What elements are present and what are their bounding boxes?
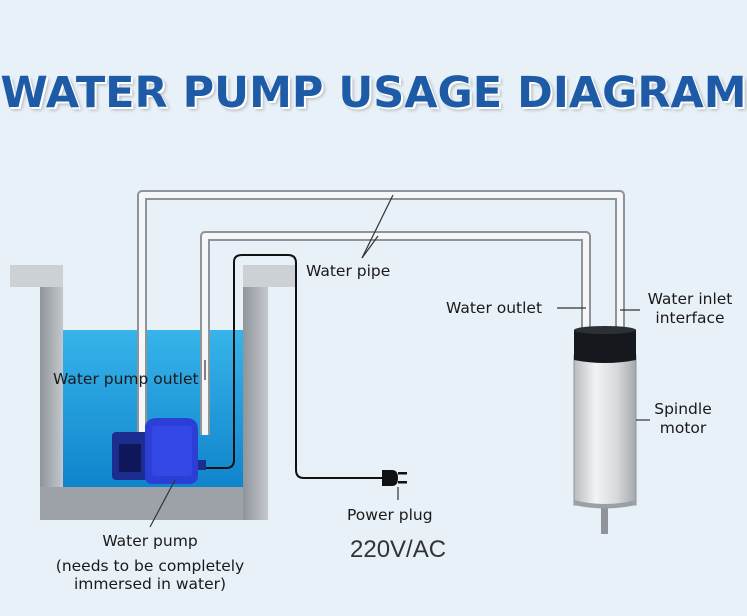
label-water-outlet: Water outlet (446, 299, 543, 317)
label-pump-note-line1: (needs to be completely (55, 556, 245, 575)
label-water-inlet-line1: Water inlet (647, 290, 733, 308)
label-water-pump: Water pump (needs to be completely immer… (30, 532, 270, 594)
leader-lines (149, 194, 650, 528)
page-title: WATER PUMP USAGE DIAGRAM (0, 68, 747, 118)
water-pump-icon (112, 418, 206, 484)
label-voltage: 220V/AC (350, 536, 447, 563)
spindle-motor-icon (573, 326, 637, 534)
label-water-pipe: Water pipe (306, 262, 391, 280)
power-plug-icon (382, 470, 407, 486)
label-pump-note-line2: immersed in water) (73, 575, 227, 594)
label-spindle-line1: Spindle (654, 400, 712, 418)
power-cable (200, 254, 382, 479)
water-pipe (137, 190, 625, 440)
label-spindle-line2: motor (659, 418, 707, 437)
label-power-plug: Power plug (347, 506, 433, 524)
label-water-pump-title: Water pump (102, 532, 198, 550)
water-tank (10, 265, 296, 520)
label-water-inlet-line2: interface (655, 308, 725, 327)
label-spindle-motor: Spindle motor (644, 400, 722, 437)
label-pump-outlet: Water pump outlet (53, 370, 199, 388)
label-water-inlet: Water inlet interface (640, 290, 740, 327)
